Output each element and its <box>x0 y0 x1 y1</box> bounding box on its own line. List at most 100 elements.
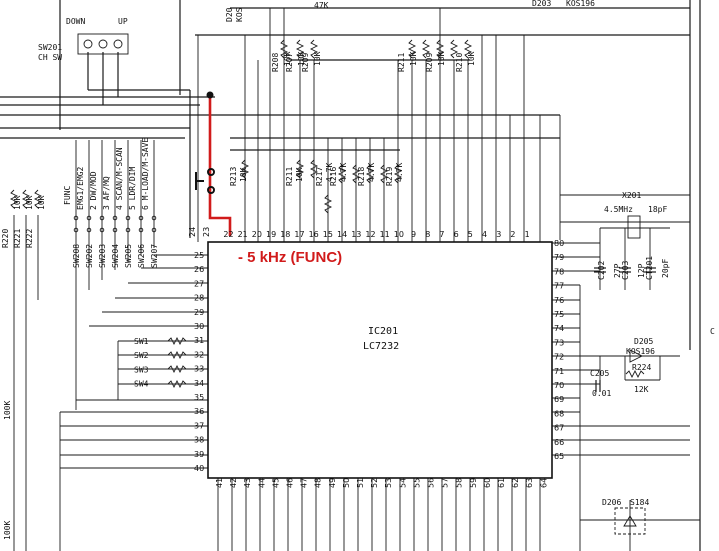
ic-pin-number: 13 <box>351 230 361 239</box>
ic-pin-number: 45 <box>271 478 280 488</box>
ic-pin-number: 32 <box>194 350 204 359</box>
ic-pin-number: 17 <box>294 230 304 239</box>
ic-pin-number: 42 <box>229 478 238 488</box>
ic-pin-number: 30 <box>194 322 204 331</box>
c205-value: 0.01 <box>592 389 611 398</box>
ic-pin-number: 51 <box>356 478 365 488</box>
func-switch-ref: SW203 <box>98 244 107 268</box>
ic-pin-number: 12 <box>365 230 375 239</box>
c205-ref: C205 <box>590 369 609 378</box>
ic-pin-number: 22 <box>223 230 233 239</box>
func-switch-label: EMG1/EMG2 <box>76 166 85 210</box>
func-switch-ref: SW207 <box>150 244 159 268</box>
crystal-cap: 18pF <box>648 205 667 214</box>
ic-pin-number: 36 <box>194 407 204 416</box>
ic-pin-number: 8 <box>425 230 430 239</box>
func-switch-label: 6 M-LOAD/M-SAVE <box>141 138 150 210</box>
func-switch-label: 5 LDR/DIM <box>128 166 137 210</box>
func-switch-ref: SW202 <box>85 244 94 268</box>
resistor-value: 10K <box>25 195 34 210</box>
func-switch-symbols <box>73 215 157 233</box>
ic-pin-number: 19 <box>266 230 276 239</box>
ic-pin-number: 6 <box>454 230 459 239</box>
red-modification <box>195 91 232 236</box>
capacitor-value: 20pF <box>661 259 670 278</box>
wiring <box>0 0 701 551</box>
capacitor-symbols <box>594 267 656 392</box>
key-switch-label: SW1 <box>134 337 149 346</box>
resistor-ref: R222 <box>25 229 34 248</box>
ic-pin-number: 16 <box>309 230 319 239</box>
ic-pin-number: 55 <box>412 478 421 488</box>
ic-pin-number: 59 <box>469 478 478 488</box>
ic-pin-number: 31 <box>194 336 204 345</box>
resistor-ref: R211 <box>397 53 406 72</box>
resistor-ref: R208 <box>271 53 280 72</box>
resistor-value: 4.7K <box>395 163 404 182</box>
ic-pin-number: 40 <box>194 464 204 473</box>
capacitor-ref: CT201 <box>645 256 654 280</box>
resistor-value: 4.7K <box>325 163 334 182</box>
ic-pin-number: 78 <box>554 267 564 276</box>
ic-pin-number: 14 <box>337 230 347 239</box>
ic-pin-number: 53 <box>384 478 393 488</box>
channel-switch-contact <box>113 39 123 49</box>
resistor-value: 10K <box>467 51 476 66</box>
ic-pin-number: 79 <box>554 253 564 262</box>
ic-pin-number: 10 <box>394 230 404 239</box>
ic-pin-number: 50 <box>342 478 351 488</box>
func-switch-label: 4 SCAN/M-SCAN <box>115 147 124 210</box>
resistor-value: 4.7K <box>367 163 376 182</box>
ic-pin-number: 20 <box>252 230 262 239</box>
ic-pin-number: 80 <box>554 239 564 248</box>
ic-pin-number: 2 <box>510 230 515 239</box>
ic-pin-number: 64 <box>539 478 548 488</box>
ic-pin-number: 28 <box>194 294 204 303</box>
top-diode-left-part: KOS <box>235 7 244 22</box>
ic-pin-number: 21 <box>238 230 248 239</box>
ic-pin-number: 77 <box>554 282 564 291</box>
r224-value: 12K <box>634 385 649 394</box>
resistor-ref: R221 <box>13 229 22 248</box>
resistor-ref: R213 <box>229 167 238 186</box>
ic-pin-number: 58 <box>455 478 464 488</box>
ic-pin-number: 49 <box>328 478 337 488</box>
func-switch-ref: SW204 <box>111 244 120 268</box>
crystal-freq: 4.5MHz <box>604 205 633 214</box>
ic-pin-number: 76 <box>554 296 564 305</box>
ic-pin-number: 9 <box>411 230 416 239</box>
ic-pin-number: 56 <box>427 478 436 488</box>
ic-pin-number: 27 <box>194 279 204 288</box>
diode-d206-box <box>614 507 646 535</box>
ic-pin-number: 34 <box>194 379 204 388</box>
resistor-ref: R219 <box>385 167 394 186</box>
ic-pin-number: 3 <box>496 230 501 239</box>
key-switch-label: SW4 <box>134 380 149 389</box>
edge-label: 100K <box>3 401 12 420</box>
ic-pin-number: 33 <box>194 365 204 374</box>
d206-ref: D206 <box>602 498 621 507</box>
channel-switch-down-label: DOWN <box>66 17 85 26</box>
resistor-value: 4.7K <box>339 163 348 182</box>
d206-part: S184 <box>630 498 649 507</box>
ic-pin-number: 72 <box>554 353 564 362</box>
annotation-label: - 5 kHz (FUNC) <box>238 249 342 266</box>
ic-pin-number: 48 <box>314 478 323 488</box>
key-switch-label: SW3 <box>134 365 149 374</box>
edge-label: C <box>710 327 715 336</box>
resistor-ref: R209 <box>425 53 434 72</box>
func-switch-ref: SW208 <box>72 244 81 268</box>
resistor-value: 10K <box>13 195 22 210</box>
diode-d205-symbol <box>629 349 644 363</box>
ic-pin-number: 62 <box>511 478 520 488</box>
top-resistor-value: 47K <box>314 1 329 10</box>
crystal-ref: X201 <box>622 191 641 200</box>
ic-pin-number: 24 <box>188 227 197 237</box>
func-label: FUNC <box>63 186 72 205</box>
resistor-value: 10K <box>239 167 248 182</box>
ic-pin-number: 38 <box>194 436 204 445</box>
ic-pin-number: 66 <box>554 438 564 447</box>
ic-pin-number: 46 <box>286 478 295 488</box>
